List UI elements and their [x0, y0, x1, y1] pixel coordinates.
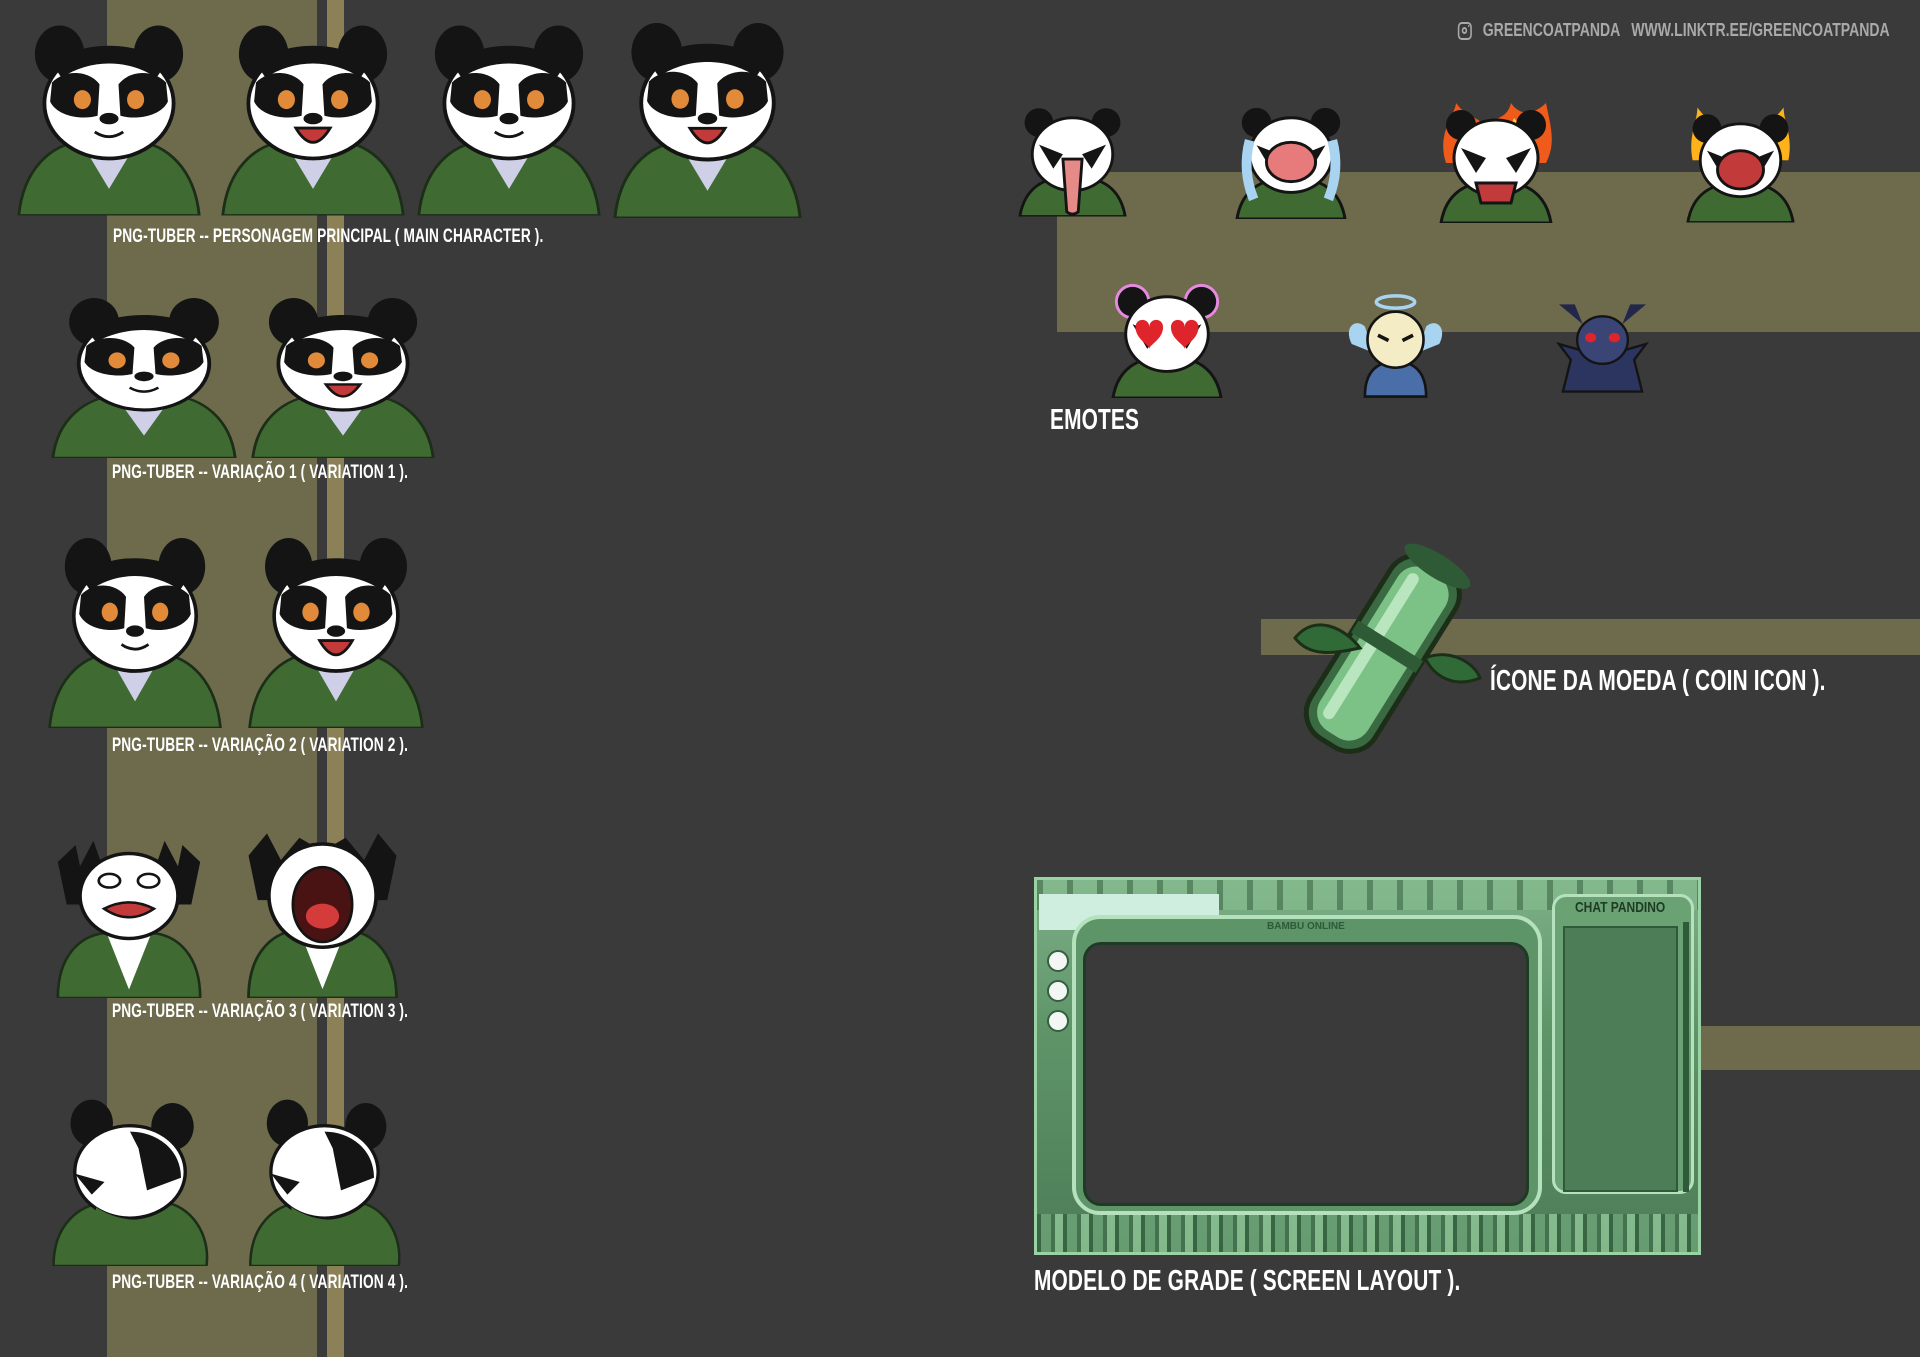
emote-rage-fire [1436, 103, 1556, 224]
layout-bottom-bamboo-decor [1037, 1214, 1698, 1252]
linktree-url[interactable]: WWW.LINKTR.EE/GREENCOATPANDA [1631, 20, 1890, 40]
layout-stream-label: BAMBU ONLINE [1267, 921, 1345, 932]
screen-layout-mockup: BAMBU ONLINE CHAT PANDINO [1034, 877, 1701, 1255]
emote-tongue [1015, 98, 1130, 220]
panda-var2-surprised [245, 538, 427, 728]
caption-screen-layout: MODELO DE GRADE ( SCREEN LAYOUT ). [1034, 1265, 1461, 1297]
emote-demon [1555, 304, 1650, 393]
social-header: GREENCOATPANDA WWW.LINKTR.EE/GREENCOATPA… [1458, 20, 1890, 41]
caption-coin-icon: ÍCONE DA MOEDA ( COIN ICON ). [1490, 665, 1826, 697]
panda-main-blink [414, 18, 604, 223]
panda-var1-neutral [48, 298, 240, 458]
layout-chat-area [1563, 926, 1678, 1192]
panda-main-blink-talking [610, 18, 805, 223]
instagram-handle[interactable]: GREENCOATPANDA [1483, 20, 1621, 40]
caption-variation-1: PNG-TUBER -- VARIAÇÃO 1 ( VARIATION 1 ). [112, 462, 409, 483]
layout-chat-scrollbar [1683, 922, 1689, 1192]
panda-var1-talking [248, 298, 438, 458]
emote-heart-eyes [1108, 283, 1226, 398]
bamboo-coin-icon [1293, 543, 1482, 754]
panda-var3-screaming [230, 820, 415, 998]
panda-var3-angry [40, 828, 218, 998]
instagram-icon [1458, 21, 1473, 40]
layout-band [1690, 1026, 1920, 1070]
caption-main-character: PNG-TUBER -- PERSONAGEM PRINCIPAL ( MAIN… [113, 226, 544, 247]
emote-angel [1348, 294, 1443, 398]
layout-dot-1 [1047, 950, 1069, 972]
layout-chat-title: CHAT PANDINO [1575, 899, 1666, 916]
emote-crying [1232, 100, 1350, 220]
emote-laughing-fire [1683, 107, 1798, 226]
layout-dot-3 [1047, 1010, 1069, 1032]
caption-variation-4: PNG-TUBER -- VARIAÇÃO 4 ( VARIATION 4 ). [112, 1272, 409, 1293]
layout-game-screen [1083, 942, 1529, 1206]
panda-var4-hiding [45, 1098, 215, 1266]
panda-var4-hiding-talking [242, 1098, 407, 1266]
layout-dot-2 [1047, 980, 1069, 1002]
caption-variation-3: PNG-TUBER -- VARIAÇÃO 3 ( VARIATION 3 ). [112, 1001, 409, 1022]
caption-variation-2: PNG-TUBER -- VARIAÇÃO 2 ( VARIATION 2 ). [112, 735, 409, 756]
panda-main-neutral [14, 18, 204, 223]
panda-main-talking [218, 18, 408, 223]
panda-var2-neutral [45, 538, 225, 728]
caption-emotes: EMOTES [1050, 404, 1140, 436]
